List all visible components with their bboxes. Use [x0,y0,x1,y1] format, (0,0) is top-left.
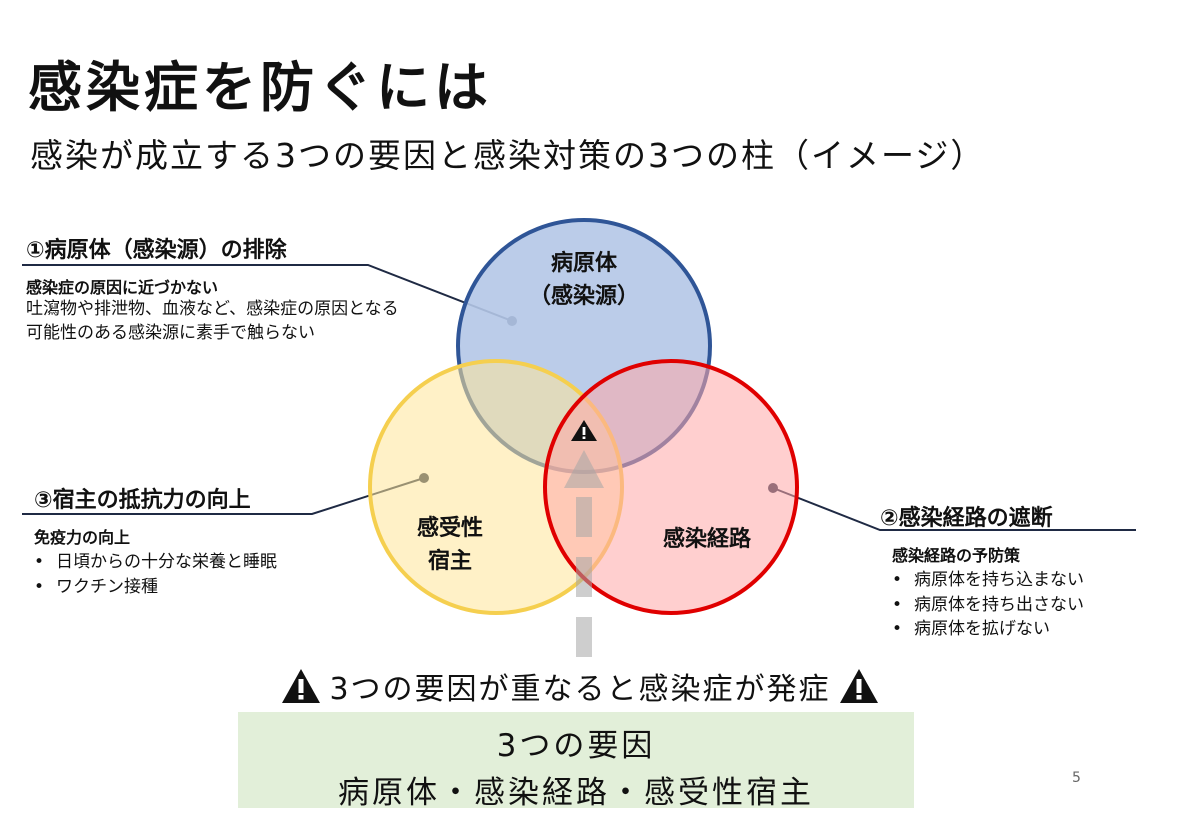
pillar-pathogen-body: 吐瀉物や排泄物、血液など、感染症の原因となる可能性のある感染源に素手で触らない [26,299,399,343]
circle-route-line1: 感染経路 [662,527,751,552]
list-item: •病原体を持ち込まない [892,570,1084,590]
pillar-host-list: •日頃からの十分な栄養と睡眠 •ワクチン接種 [34,550,334,599]
summary-box: 3つの要因 病原体・感染経路・感受性宿主 [238,712,914,811]
list-item: •ワクチン接種 [34,576,158,597]
circle-label-pathogen: 病原体 （感染源） [514,247,654,313]
slide-title: 感染症を防ぐには [28,56,492,119]
pillar-host-heading: ③宿主の抵抗力の向上 [34,488,251,513]
pillar-host-sub: 免疫力の向上 [34,528,131,547]
summary-line2: 病原体・感染経路・感受性宿主 [338,775,814,811]
pillar-host: ③宿主の抵抗力の向上 免疫力の向上 •日頃からの十分な栄養と睡眠 •ワクチン接種 [34,482,334,599]
banner-text: 3つの要因が重なると感染症が発症 [329,672,831,707]
leader-line-route [772,487,1136,531]
circle-label-host: 感受性 宿主 [398,512,502,578]
circle-pathogen-line2: （感染源） [528,284,639,309]
pillar-route-sub: 感染経路の予防策 [892,546,1021,565]
center-warning-icon [571,420,597,441]
warning-banner: 3つの要因が重なると感染症が発症 [240,662,920,710]
circle-pathogen-line1: 病原体 [550,251,617,276]
circle-host-line2: 宿主 [427,549,472,574]
upward-arrow [564,450,604,657]
page-number: 5 [1072,770,1081,786]
list-item: •病原体を持ち出さない [892,594,1084,615]
circle-route [543,359,799,615]
pillar-pathogen-sub: 感染症の原因に近づかない [26,278,219,297]
pillar-pathogen: ①病原体（感染源）の排除 感染症の原因に近づかない 吐瀉物や排泄物、血液など、感… [26,232,406,346]
circle-label-route: 感染経路 [647,523,767,556]
slide-subtitle: 感染が成立する3つの要因と感染対策の3つの柱（イメージ） [30,136,986,175]
pillar-pathogen-heading: ①病原体（感染源）の排除 [26,238,287,263]
list-item: •日頃からの十分な栄養と睡眠 [34,552,277,572]
warning-icon [839,669,878,703]
pillar-route: ②感染経路の遮断 感染経路の予防策 •病原体を持ち込まない •病原体を持ち出さな… [880,500,1140,642]
warning-icon [282,669,321,703]
summary-line1: 3つの要因 [496,728,656,764]
list-item: •病原体を拡げない [892,619,1050,640]
pillar-route-list: •病原体を持ち込まない •病原体を持ち出さない •病原体を拡げない [892,568,1140,642]
circle-host-line1: 感受性 [416,516,483,541]
pillar-route-heading: ②感染経路の遮断 [880,506,1053,531]
